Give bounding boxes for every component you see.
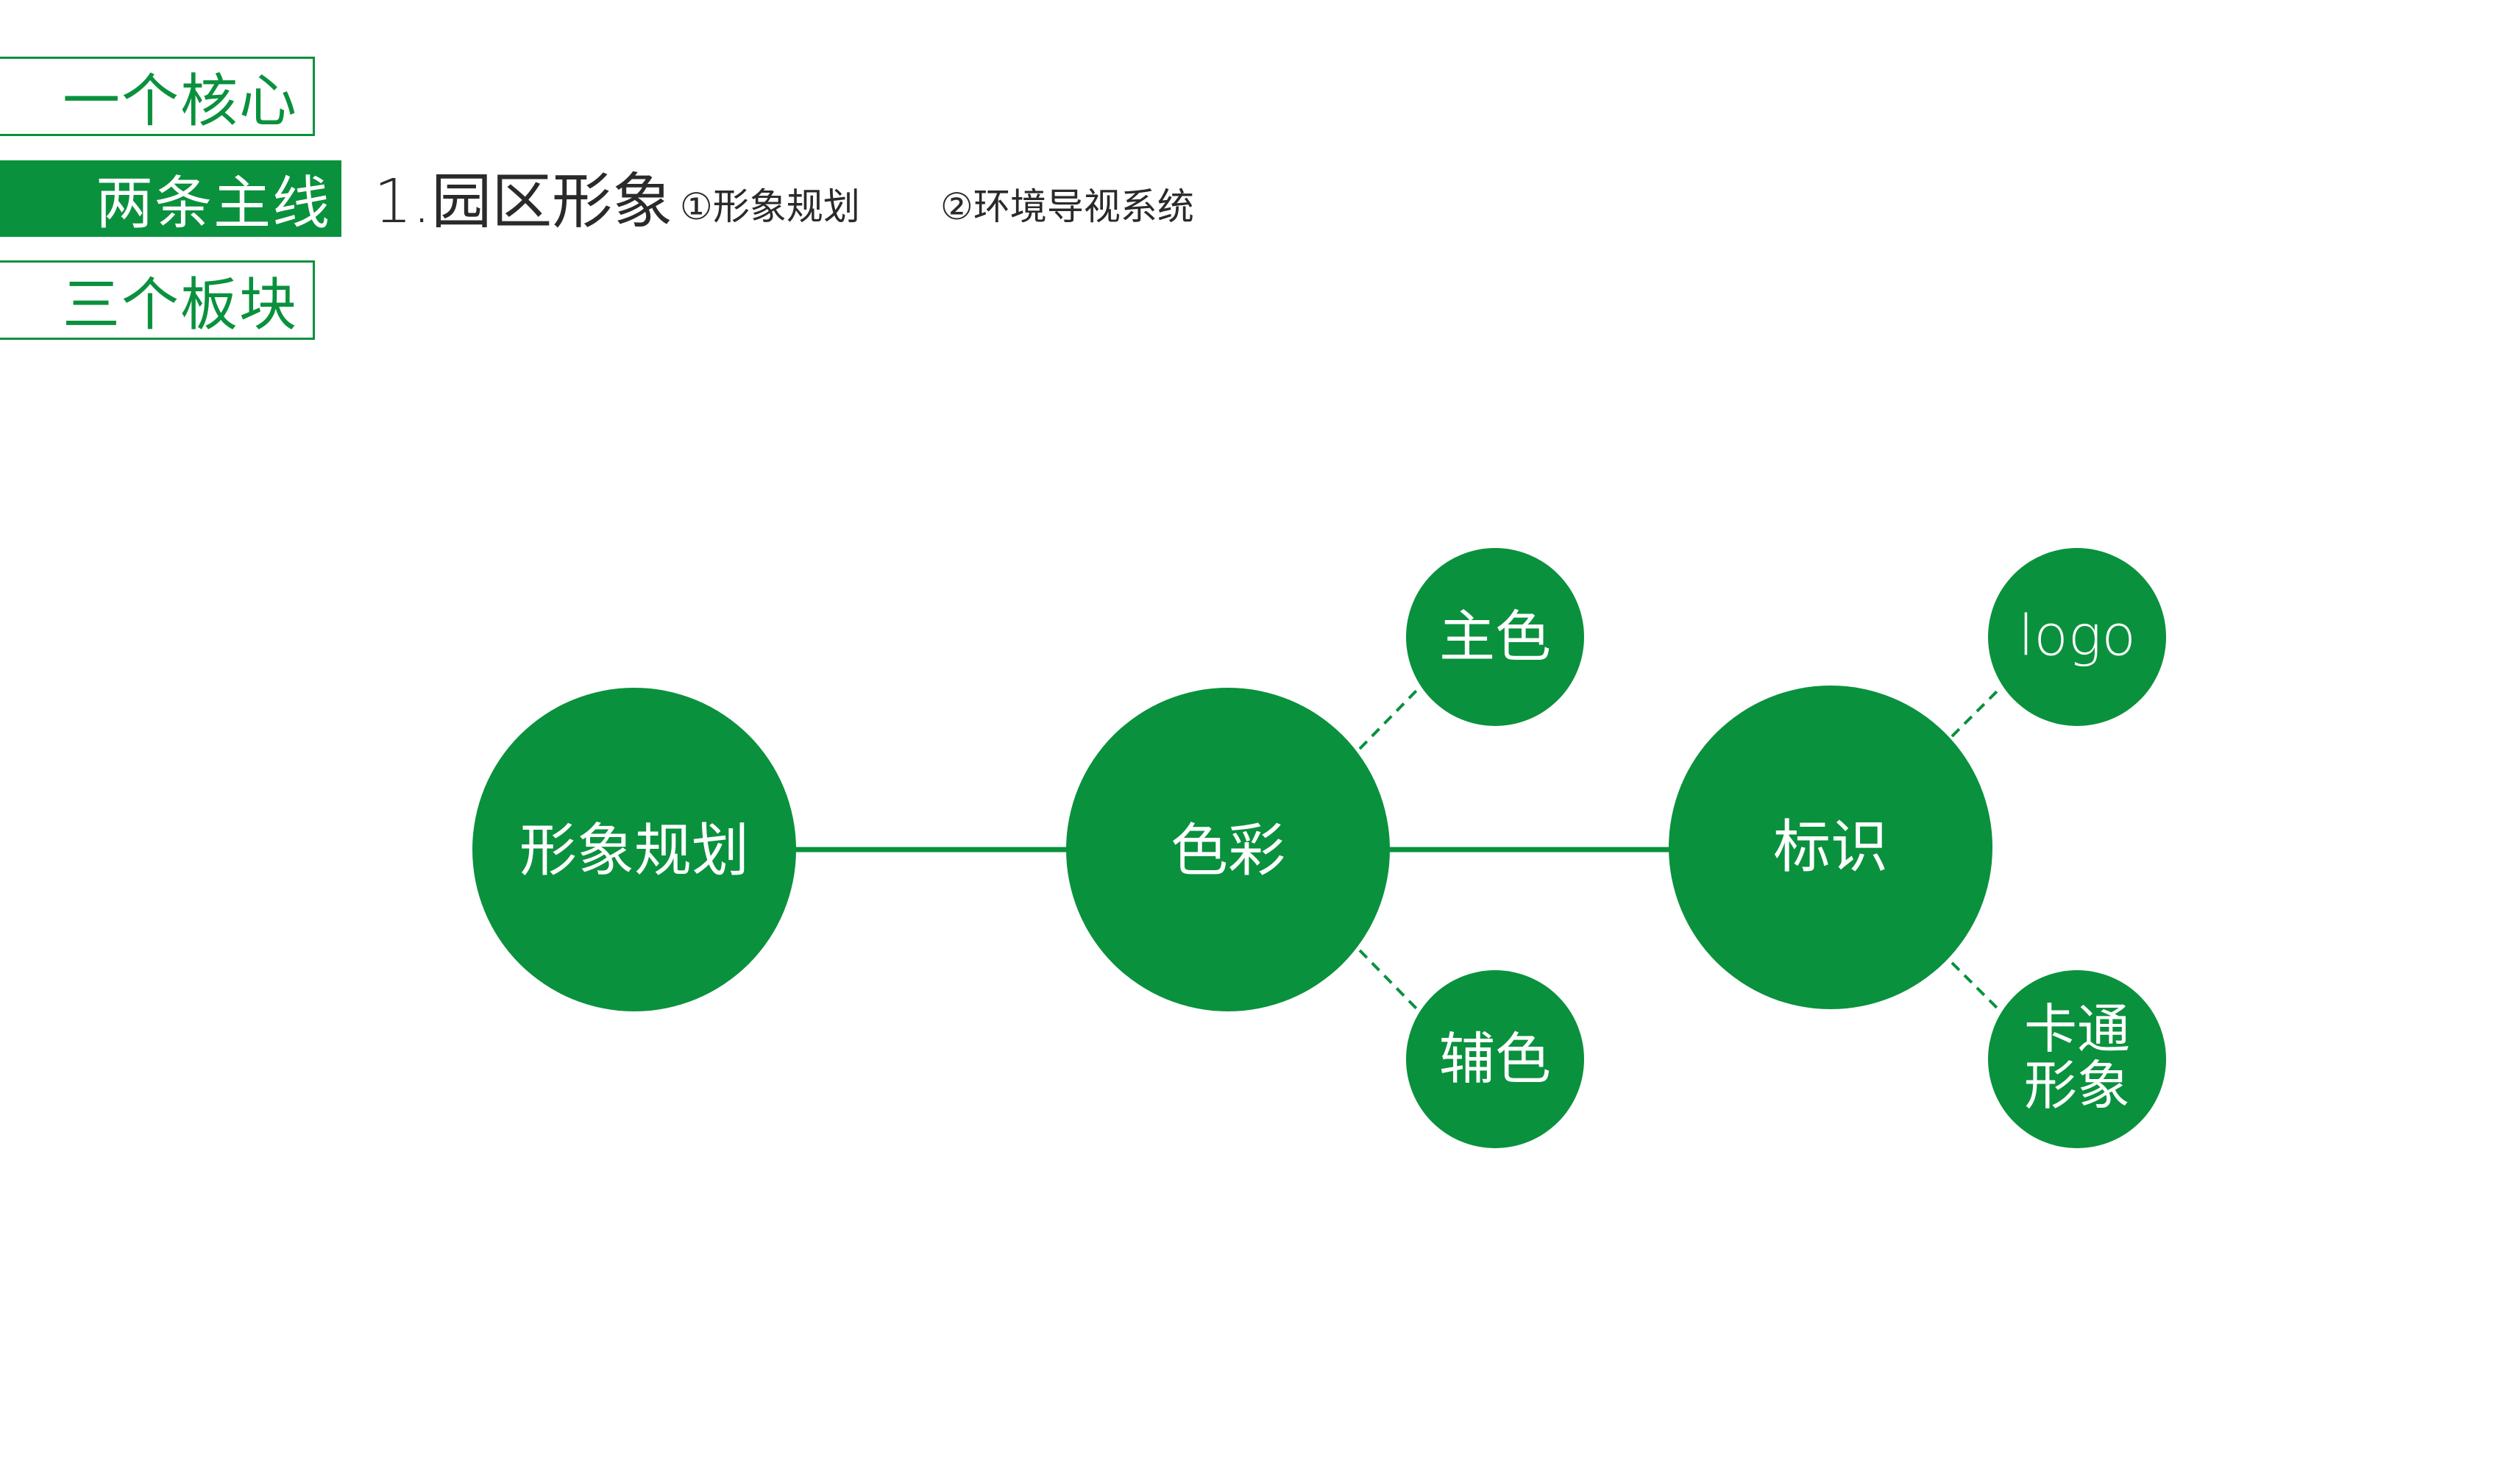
node-color[interactable]: 色彩 [1066, 688, 1390, 1011]
node-color-circle [1066, 688, 1390, 1011]
menu-item-main-lines[interactable]: 两条主线 [0, 160, 341, 237]
menu-item-core-label: 一个核心 [62, 68, 298, 135]
node-main-circle [472, 688, 796, 1011]
node-logo-circle [1988, 548, 2166, 726]
node-secondary-color-label: 辅色 [1439, 1026, 1551, 1092]
node-logo[interactable]: logo [1988, 548, 2166, 726]
connector-logo-group-logo [1938, 688, 2000, 750]
node-logo-group[interactable]: 标识 [1669, 686, 1992, 1009]
section-title: 1.园区形象 [374, 167, 673, 237]
node-main[interactable]: 形象规划 [472, 688, 796, 1011]
connector-color-secondary [1358, 949, 1419, 1011]
node-logo-group-circle [1669, 686, 1992, 1009]
node-primary-color[interactable]: 主色 [1406, 548, 1584, 726]
node-secondary-color[interactable]: 辅色 [1406, 970, 1584, 1148]
node-logo-group-label: 标识 [1773, 814, 1888, 880]
connector-color-primary [1358, 688, 1419, 750]
node-cartoon-label-line1: 卡通 [2024, 998, 2130, 1060]
node-cartoon-circle [1988, 970, 2166, 1148]
node-primary-color-circle [1406, 548, 1584, 726]
menu-item-sections-label: 三个板块 [62, 272, 298, 338]
node-color-label: 色彩 [1171, 818, 1285, 884]
node-cartoon-label-line2: 形象 [2024, 1055, 2130, 1117]
node-logo-label: logo [2018, 602, 2136, 668]
menu-item-main-lines-label: 两条主线 [95, 171, 331, 237]
node-secondary-color-circle [1406, 970, 1584, 1148]
node-primary-color-label: 主色 [1439, 604, 1551, 669]
connector-logo-group-cartoon [1938, 949, 2000, 1011]
subsection-wayfinding: ②环境导视系统 [940, 185, 1194, 228]
menu-item-core[interactable]: 一个核心 [0, 57, 315, 136]
node-cartoon[interactable]: 卡通 形象 [1988, 970, 2166, 1148]
node-main-label: 形象规划 [519, 818, 749, 884]
subsection-image-planning: ①形象规划 [680, 185, 860, 228]
menu-item-sections[interactable]: 三个板块 [0, 260, 315, 340]
